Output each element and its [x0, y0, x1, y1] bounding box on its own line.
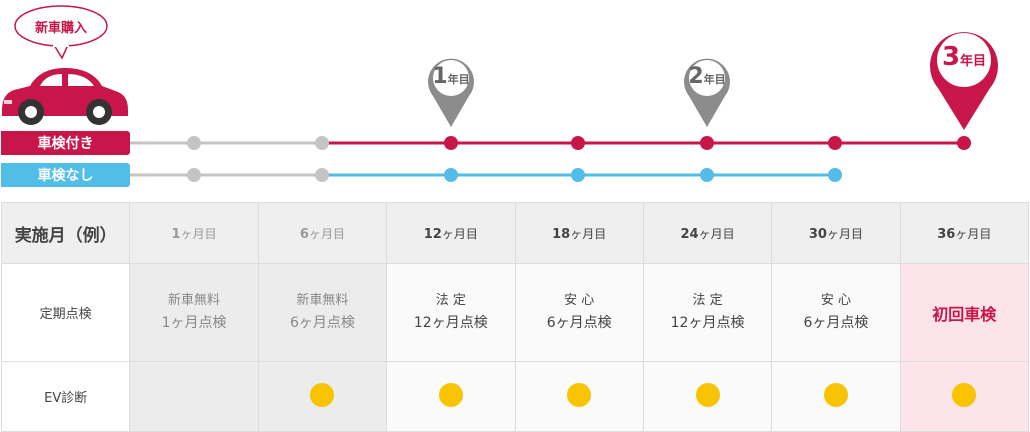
dot-with-5: [828, 136, 842, 150]
inspection-cell-36: 初回車検: [899, 263, 1030, 362]
inspection-row-label: 定期点検: [0, 263, 131, 362]
header-month-1: 1ヶ月目: [129, 202, 259, 264]
dot-without-4: [700, 168, 714, 182]
dot-with-4: [700, 136, 714, 150]
ev-cell-1: [129, 361, 259, 432]
dot-with-1: [315, 136, 329, 150]
header-month-12: 12ヶ月目: [386, 202, 516, 264]
speech-bubble-icon: [14, 5, 108, 60]
ev-dot-icon: [310, 382, 335, 407]
header-month-30: 30ヶ月目: [771, 202, 901, 264]
ev-cell-36: [899, 361, 1030, 432]
dot-without-0: [187, 168, 201, 182]
header-month-label: 実施月（例）: [0, 202, 131, 264]
header-month-24: 24ヶ月目: [642, 202, 773, 264]
ev-row-label: EV診断: [0, 361, 131, 432]
pin-year2-icon: [684, 58, 730, 127]
header-month-6: 6ヶ月目: [257, 202, 388, 264]
dot-with-2: [444, 136, 458, 150]
dot-with-0: [187, 136, 201, 150]
schedule-table: 実施月（例） 1ヶ月目 6ヶ月目 12ヶ月目 18ヶ月目 24ヶ月目 30ヶ月目…: [0, 202, 1030, 432]
pin-year3-icon: [930, 32, 998, 130]
timeline-graphic: [2, 5, 998, 182]
dot-without-3: [571, 168, 585, 182]
ev-cell-12: [386, 361, 516, 432]
ev-cell-6: [257, 361, 388, 432]
header-month-18: 18ヶ月目: [514, 202, 644, 264]
ev-dot-icon: [695, 382, 720, 407]
ev-dot-icon: [567, 382, 592, 407]
timeline-dots: [187, 136, 971, 182]
ev-diagnosis-row: EV診断: [0, 361, 1030, 432]
ev-dot-icon: [952, 382, 977, 407]
dot-without-5: [828, 168, 842, 182]
table-header-row: 実施月（例） 1ヶ月目 6ヶ月目 12ヶ月目 18ヶ月目 24ヶ月目 30ヶ月目…: [0, 202, 1030, 264]
pin-year1-icon: [427, 58, 475, 128]
dot-with-3: [571, 136, 585, 150]
dot-without-2: [444, 168, 458, 182]
ev-cell-24: [642, 361, 773, 432]
ev-dot-icon: [438, 382, 463, 407]
dot-without-1: [315, 168, 329, 182]
car-icon: [2, 68, 128, 125]
header-month-36: 36ヶ月目: [899, 202, 1030, 264]
ev-dot-icon: [823, 382, 848, 407]
ev-cell-30: [771, 361, 901, 432]
without-inspection-label: 車検なし: [1, 163, 130, 187]
with-inspection-label: 車検付き: [1, 131, 130, 155]
dot-with-6: [957, 136, 971, 150]
new-car-purchase-label: 新車購入: [34, 20, 87, 36]
ev-cell-18: [514, 361, 644, 432]
